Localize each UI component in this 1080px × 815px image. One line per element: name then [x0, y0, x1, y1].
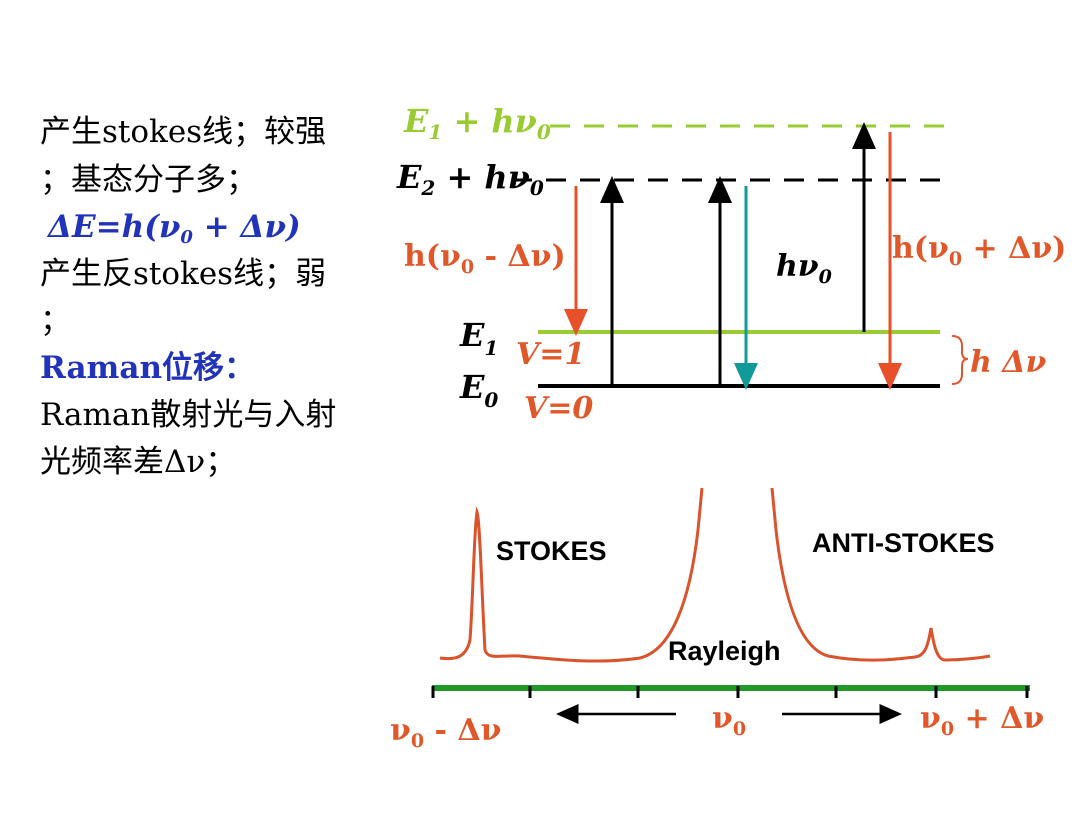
formula-delta-e: ΔE=h(ν0 + Δν) — [46, 209, 301, 248]
text-anti-stokes-line: 产生反stokes线；弱 — [40, 256, 326, 292]
label-e0: E0 — [459, 368, 498, 412]
axis-label-anti-stokes-freq: ν0 + Δν — [920, 701, 1044, 740]
text-semicolon: ； — [40, 303, 71, 339]
label-anti-stokes-emission: h(ν0 + Δν) — [892, 231, 1066, 270]
left-text-block: 产生stokes线；较强 ；基态分子多； ΔE=h(ν0 + Δν) 产生反st… — [40, 114, 336, 480]
raman-shift-heading: Raman位移： — [40, 350, 255, 386]
label-rayleigh-hv0: hν0 — [776, 249, 832, 288]
label-e2-plus-hv0: E2 + hν0 — [396, 158, 544, 200]
label-e1: E1 — [459, 316, 498, 360]
label-stokes: STOKES — [496, 536, 607, 566]
label-stokes-emission: h(ν0 - Δν) — [404, 239, 566, 278]
label-e1-plus-hv0: E1 + hν0 — [403, 102, 551, 144]
axis-label-stokes-freq: ν0 - Δν — [390, 713, 502, 752]
label-rayleigh: Rayleigh — [668, 636, 781, 666]
text-ground-state: ；基态分子多； — [40, 162, 257, 198]
delta-nu-bracket — [951, 335, 969, 385]
axis-ticks — [431, 686, 1029, 698]
label-anti-stokes: ANTI-STOKES — [812, 528, 995, 558]
text-raman-scatter: Raman散射光与入射 — [40, 397, 336, 433]
text-frequency-diff: 光频率差Δν； — [40, 444, 236, 480]
label-h-delta-nu: h Δν — [970, 345, 1047, 380]
axis-label-rayleigh-freq: ν0 — [712, 701, 746, 740]
text-stokes-line: 产生stokes线；较强 — [40, 114, 326, 150]
label-v1: V=1 — [516, 337, 585, 372]
label-v0: V=0 — [524, 391, 593, 426]
raman-spectrum-curve — [439, 487, 991, 663]
